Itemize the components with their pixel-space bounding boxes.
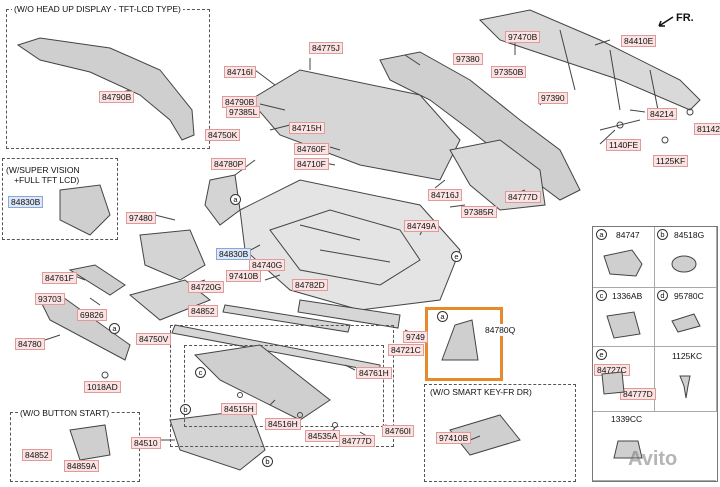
- lower-trim-group-box: [184, 345, 384, 427]
- part-label-84760I[interactable]: 84760I: [382, 425, 414, 437]
- part-label-84214[interactable]: 84214: [647, 108, 677, 120]
- smart-key-variant-box: [424, 384, 576, 482]
- hud-variant-caption: (W/O HEAD UP DISPLAY - TFT-LCD TYPE): [12, 4, 183, 14]
- part-label-1125KF[interactable]: 1125KF: [653, 155, 689, 167]
- front-direction-label: FR.: [676, 12, 694, 24]
- callout-c-lower-trim: c: [195, 367, 206, 378]
- legend-callout-c: c: [596, 290, 607, 301]
- legend-callout-b: b: [657, 229, 668, 240]
- part-label-97385L[interactable]: 97385L: [226, 106, 261, 118]
- part-label-84740G[interactable]: 84740G: [249, 259, 286, 271]
- part-label-84715H[interactable]: 84715H: [289, 122, 325, 134]
- part-label-84830B-super-vision[interactable]: 84830B: [8, 196, 44, 208]
- part-label-84516H[interactable]: 84516H: [265, 418, 301, 430]
- part-label-84710F[interactable]: 84710F: [294, 158, 329, 170]
- super-vision-caption-line1: (W/SUPER VISION: [4, 165, 82, 175]
- highlighted-part-frame: [425, 307, 503, 381]
- part-label-84410E[interactable]: 84410E: [621, 35, 657, 47]
- part-label-97410B-smart-key[interactable]: 97410B: [436, 432, 472, 444]
- legend-part-f[interactable]: 1125KC: [669, 350, 706, 362]
- part-label-84782D[interactable]: 84782D: [292, 279, 328, 291]
- part-label-84777D-duct[interactable]: 84777D: [505, 191, 541, 203]
- crash-pad-drawing: [249, 69, 461, 181]
- legend-part-c[interactable]: 1336AB: [609, 290, 646, 302]
- legend-part-b[interactable]: 84518G: [671, 229, 708, 241]
- legend-part-a[interactable]: 84747: [613, 229, 643, 241]
- part-label-84750K[interactable]: 84750K: [205, 129, 241, 141]
- callout-e-frame: e: [451, 251, 462, 262]
- legend-callout-a: a: [596, 229, 607, 240]
- part-label-93703[interactable]: 93703: [35, 293, 65, 305]
- part-label-84777D[interactable]: 84777D: [339, 435, 375, 447]
- screw-f-icon: [679, 375, 691, 399]
- part-label-84780P[interactable]: 84780P: [211, 158, 247, 170]
- part-label-84830B[interactable]: 84830B: [216, 248, 252, 260]
- clip-e-icon: [601, 371, 625, 395]
- lower-trim-drawing: [193, 344, 331, 421]
- super-vision-caption-line2: +FULL TFT LCD): [12, 175, 82, 185]
- part-label-84721C[interactable]: 84721C: [388, 344, 424, 356]
- part-label-84775J[interactable]: 84775J: [309, 42, 343, 54]
- highlighted-part-drawing: [441, 319, 479, 361]
- callout-a-crash-pad: a: [230, 194, 241, 205]
- part-label-97410B[interactable]: 97410B: [226, 270, 262, 282]
- part-label-97480[interactable]: 97480: [126, 212, 156, 224]
- part-label-84852[interactable]: 84852: [188, 305, 218, 317]
- super-vision-variant-box: [2, 158, 118, 240]
- part-label-9749[interactable]: 9749: [403, 331, 428, 343]
- hud-variant-box: [6, 9, 210, 149]
- dashboard-frame-drawing: [239, 179, 461, 311]
- part-label-84749A[interactable]: 84749A: [404, 220, 440, 232]
- part-label-84716I[interactable]: 84716I: [224, 66, 256, 78]
- legend-part-e2[interactable]: 84777D: [620, 388, 656, 400]
- part-label-84760F[interactable]: 84760F: [294, 143, 329, 155]
- callout-a-highlighted: a: [437, 311, 448, 322]
- callout-b-glove-box: b: [180, 404, 191, 415]
- part-label-1140FE[interactable]: 1140FE: [606, 139, 642, 151]
- legend-part-g[interactable]: 1339CC: [608, 413, 646, 425]
- avito-watermark: Avito: [628, 448, 678, 470]
- legend-callout-e: e: [596, 349, 607, 360]
- part-label-84510[interactable]: 84510: [131, 437, 161, 449]
- cluster-bezel-drawing: [59, 184, 111, 236]
- clip-d-icon: [671, 313, 701, 333]
- callout-b-glove-box-lower: b: [262, 456, 273, 467]
- part-label-84515H[interactable]: 84515H: [221, 403, 257, 415]
- part-label-84535A[interactable]: 84535A: [305, 430, 341, 442]
- legend-callout-d: d: [657, 290, 668, 301]
- part-label-97350B[interactable]: 97350B: [491, 66, 527, 78]
- clip-b-icon: [671, 255, 697, 273]
- part-label-97385R[interactable]: 97385R: [461, 206, 497, 218]
- legend-part-d[interactable]: 95780C: [671, 290, 707, 302]
- clip-c-icon: [606, 311, 641, 339]
- front-direction-arrow-icon: [658, 16, 674, 27]
- nut-g-icon: [613, 440, 643, 459]
- part-label-84750V[interactable]: 84750V: [136, 333, 172, 345]
- part-label-84790B-hud[interactable]: 84790B: [99, 91, 135, 103]
- part-label-84852-button-start[interactable]: 84852: [22, 449, 52, 461]
- part-label-69826[interactable]: 69826: [77, 309, 107, 321]
- part-label-84859A[interactable]: 84859A: [64, 460, 100, 472]
- button-start-caption: (W/O BUTTON START): [18, 408, 112, 418]
- part-label-84761F[interactable]: 84761F: [42, 272, 77, 284]
- part-label-84761H[interactable]: 84761H: [356, 367, 392, 379]
- part-label-97390[interactable]: 97390: [538, 92, 568, 104]
- glove-box-group-box: [170, 325, 394, 447]
- part-label-84716J[interactable]: 84716J: [428, 189, 462, 201]
- hud-panel-drawing: [16, 37, 195, 141]
- smart-key-caption: (W/O SMART KEY-FR DR): [428, 387, 534, 397]
- part-label-81142[interactable]: 81142: [694, 123, 720, 135]
- clip-a-icon: [603, 249, 643, 277]
- part-label-97380[interactable]: 97380: [453, 53, 483, 65]
- part-label-84720G[interactable]: 84720G: [188, 281, 225, 293]
- fastener-legend-grid: [592, 226, 718, 482]
- callout-a-lower-panel: a: [109, 323, 120, 334]
- legend-fastener-drawings: [601, 249, 701, 459]
- part-label-84780[interactable]: 84780: [15, 338, 45, 350]
- part-label-1018AD[interactable]: 1018AD: [84, 381, 121, 393]
- part-label-97470B[interactable]: 97470B: [505, 31, 541, 43]
- part-label-84780Q[interactable]: 84780Q: [482, 324, 519, 336]
